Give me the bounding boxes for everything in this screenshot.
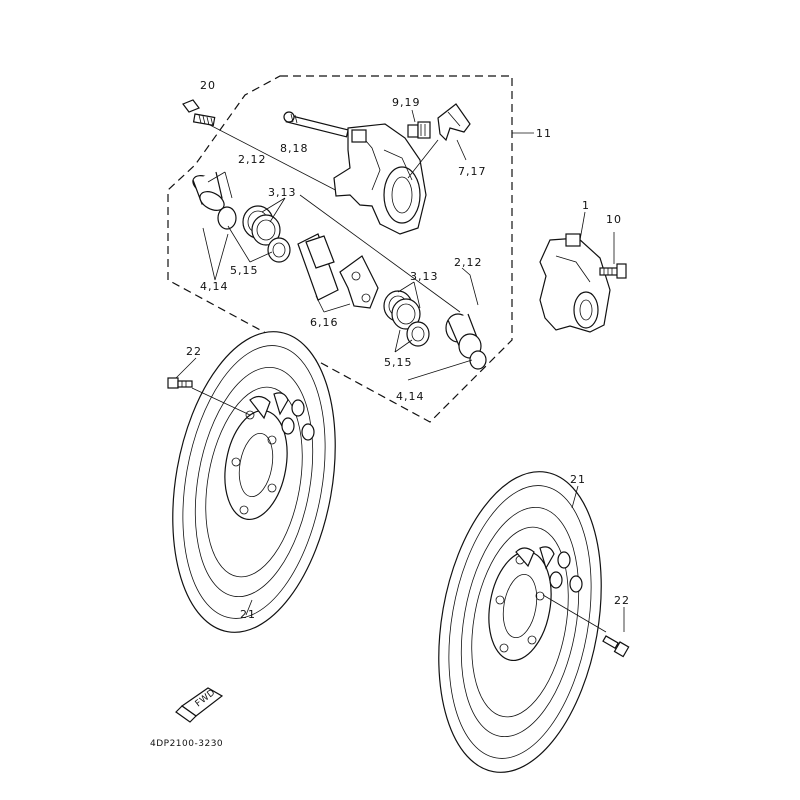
leader-line xyxy=(207,171,233,199)
leader-line xyxy=(579,211,586,241)
piston-left-icon xyxy=(192,171,225,211)
bolt-10-icon xyxy=(599,263,627,279)
leader-line xyxy=(456,139,467,161)
leader-line xyxy=(261,197,286,223)
callout-11: 11 xyxy=(536,127,552,140)
callout-5-15-left: 5,15 xyxy=(230,264,259,277)
leader-line xyxy=(227,225,273,263)
callout-2-12-left: 2,12 xyxy=(238,153,267,166)
callout-10: 10 xyxy=(606,213,622,226)
fwd-arrow-icon: FWD xyxy=(175,687,224,723)
callout-8-18: 8,18 xyxy=(280,142,309,155)
callout-20: 20 xyxy=(200,79,216,92)
callout-9-19: 9,19 xyxy=(392,96,421,109)
leader-line xyxy=(407,139,439,179)
bolt-20-icon xyxy=(182,99,216,127)
brake-disc-left-icon xyxy=(172,331,336,633)
caliper-assembly-outline xyxy=(167,75,513,423)
callout-1: 1 xyxy=(582,199,590,212)
leader-line xyxy=(571,485,579,509)
callout-21-left: 21 xyxy=(240,608,256,621)
callout-5-15-right: 5,15 xyxy=(384,356,413,369)
callout-3-13-right: 3,13 xyxy=(410,270,439,283)
callout-4-14-right: 4,14 xyxy=(396,390,425,403)
leader-line xyxy=(394,329,413,353)
callout-3-13-left: 3,13 xyxy=(268,186,297,199)
leader-line xyxy=(315,295,351,313)
callout-22-top: 22 xyxy=(186,345,202,358)
callout-4-14-left: 4,14 xyxy=(200,280,229,293)
seal-right-icon xyxy=(383,290,430,347)
leader-line xyxy=(191,387,251,416)
leader-line xyxy=(207,123,346,196)
leader-line xyxy=(407,359,473,381)
pad-spring-icon xyxy=(437,103,471,142)
disc-bolt-22-right-icon xyxy=(602,635,630,658)
leader-line xyxy=(175,357,197,379)
seal-left-icon xyxy=(217,205,291,263)
leader-line xyxy=(411,109,416,123)
leader-line xyxy=(461,267,479,306)
callout-22-right: 22 xyxy=(614,594,630,607)
piston-right-icon xyxy=(445,313,487,370)
leader-line xyxy=(245,599,253,616)
brake-pad-icon xyxy=(297,233,379,309)
drawing-code: 4DP2100-3230 xyxy=(150,739,223,749)
bleed-screw-icon xyxy=(407,121,431,139)
leader-line xyxy=(202,227,229,281)
leader-line xyxy=(397,281,421,309)
callout-21-right: 21 xyxy=(570,473,586,486)
callout-2-12-right: 2,12 xyxy=(454,256,483,269)
disc-bolt-22-top-icon xyxy=(167,377,193,389)
leader-line xyxy=(299,194,461,313)
caliper-assembled-icon xyxy=(539,233,611,333)
brake-disc-right-icon xyxy=(438,471,602,773)
callout-7-17: 7,17 xyxy=(458,165,487,178)
caliper-body-icon xyxy=(333,123,427,235)
leader-line xyxy=(542,594,607,633)
callout-6-16: 6,16 xyxy=(310,316,339,329)
slide-pin-icon xyxy=(283,111,349,138)
